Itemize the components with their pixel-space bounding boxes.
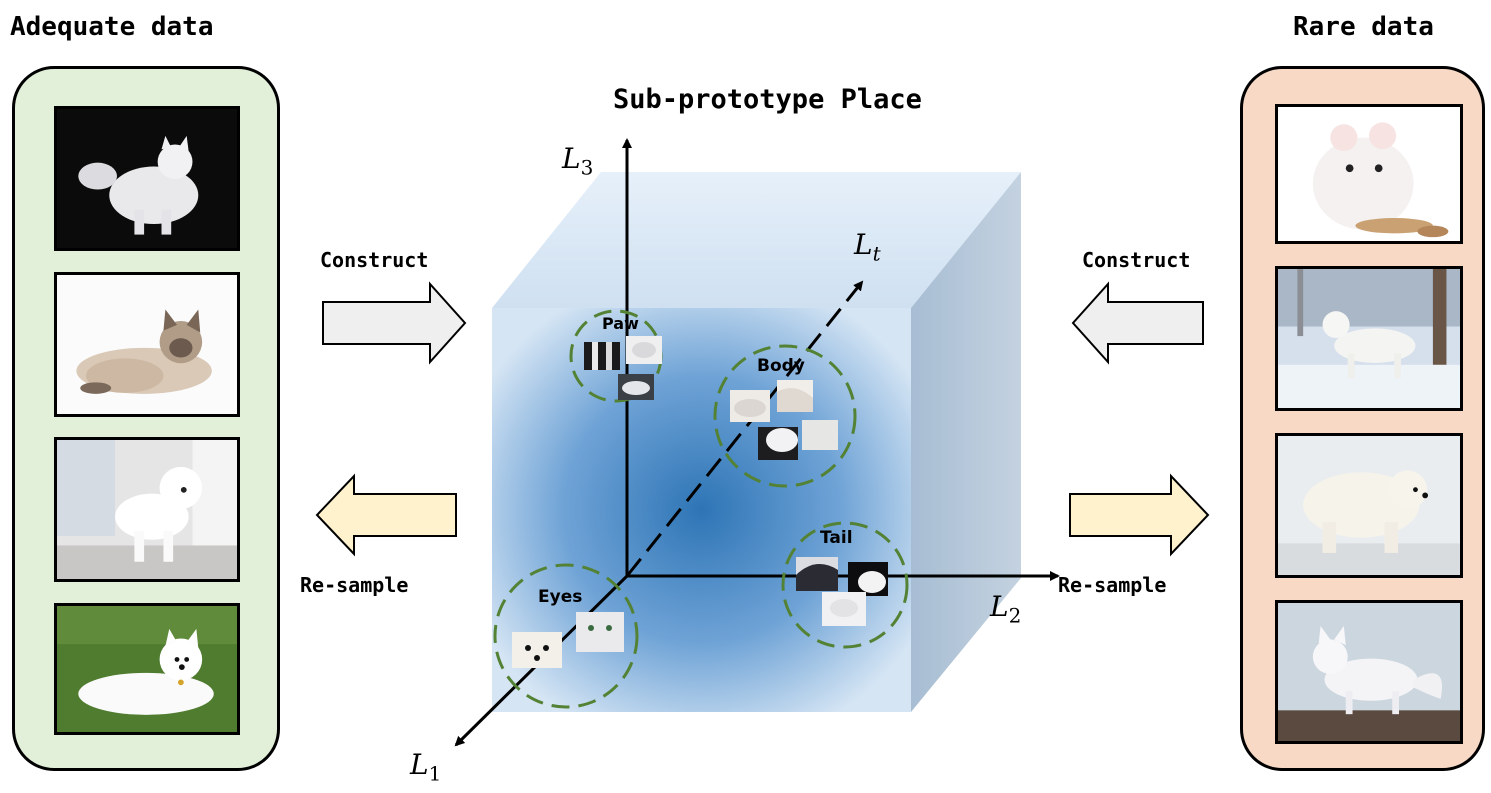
diagram-title: Sub-prototype Place [613,84,922,115]
photo-arctic-fox [1275,600,1463,744]
photo-polar-bear [1275,433,1463,578]
axis-lt-base: L [854,228,873,261]
photo-siamese-cat [54,272,240,417]
right-panel-title: Rare data [1293,12,1434,42]
right-construct-label: Construct [1082,248,1191,272]
photo-white-samoyed [54,603,240,735]
body-patches [730,380,838,460]
axis-l1-base: L [410,748,429,781]
cube-top-face [492,172,1021,308]
axis-label-l1: L1 [410,748,441,786]
cluster-label-tail: Tail [820,528,853,548]
cluster-eyes-circle [493,563,639,709]
photo-white-poodle [54,437,240,582]
axis-label-lt: Lt [854,228,881,266]
axis-l2-base: L [990,590,1009,623]
paw-patches [584,336,662,400]
left-construct-arrow [322,281,467,365]
right-resample-arrow [1069,473,1210,557]
axis-l1-sub: 1 [428,761,442,786]
left-panel-title: Adequate data [10,12,214,42]
right-construct-arrow [1071,281,1204,365]
photo-white-hamster [1275,104,1463,244]
axis-label-l2: L2 [990,590,1021,628]
photo-white-wolf [1275,266,1463,411]
cluster-body-circle [713,344,857,488]
left-resample-label: Re-sample [300,573,409,597]
left-construct-label: Construct [320,248,429,272]
cluster-tail-circle [781,521,909,649]
left-resample-arrow [315,473,457,557]
axis-label-l3: L3 [562,142,593,180]
cluster-label-paw: Paw [602,314,639,333]
axis-l3-base: L [562,142,581,175]
eyes-patches [512,612,624,668]
photo-white-cat [54,106,240,251]
axis-l3-sub: 3 [580,155,594,180]
tail-patches [796,557,888,626]
cluster-label-body: Body [757,356,805,376]
axis-lt-sub: t [872,241,881,266]
axis-l2-sub: 2 [1008,603,1022,628]
cluster-label-eyes: Eyes [538,587,583,607]
right-resample-label: Re-sample [1058,573,1167,597]
